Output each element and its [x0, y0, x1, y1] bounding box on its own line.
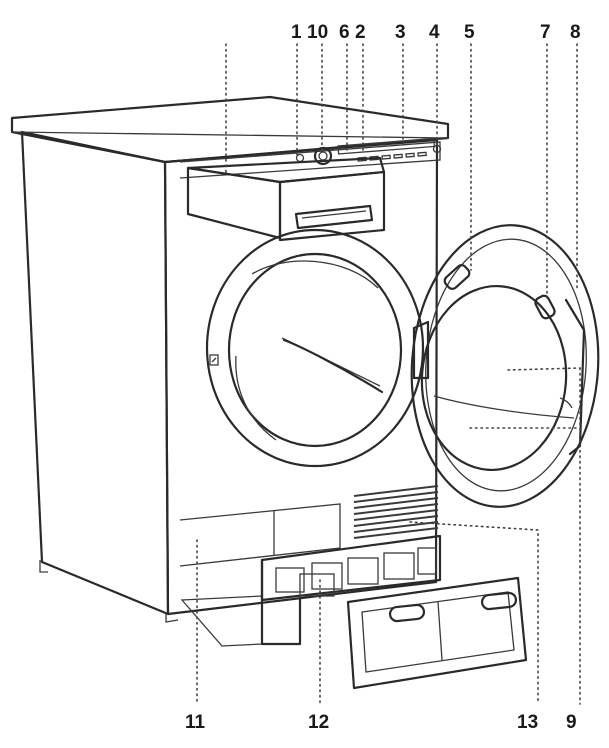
option-button[interactable]	[405, 152, 415, 158]
water-container-drawer[interactable]	[186, 156, 386, 242]
label-2: 2	[355, 22, 366, 43]
drawer-handle[interactable]	[294, 204, 374, 230]
callout-labels: 1 10 6 2 3 4 5 7 8 11 12 13 9	[185, 22, 581, 733]
option-button[interactable]	[381, 154, 391, 160]
start-button[interactable]	[432, 144, 442, 154]
hatch-knob-right[interactable]	[480, 591, 518, 611]
leader-door-glass	[507, 367, 581, 371]
door-filter-tab[interactable]	[534, 294, 557, 320]
option-button[interactable]	[417, 151, 427, 157]
option-button[interactable]	[393, 153, 403, 159]
label-13: 13	[517, 712, 538, 733]
side-panel	[20, 130, 170, 616]
hatch-cover	[346, 576, 528, 690]
label-4: 4	[429, 22, 440, 43]
label-11: 11	[185, 712, 206, 733]
label-8: 8	[570, 22, 581, 43]
cabinet	[10, 95, 450, 623]
label-3: 3	[395, 22, 406, 43]
plinth-hatch[interactable]	[346, 576, 528, 690]
heat-exchanger-compartment	[179, 503, 442, 647]
label-6: 6	[339, 22, 350, 43]
label-1: 1	[291, 22, 302, 43]
door-opening	[205, 228, 425, 468]
label-5: 5	[464, 22, 475, 43]
door-glass-bowl	[420, 284, 568, 472]
label-7: 7	[540, 22, 551, 43]
drum-rib	[282, 338, 384, 394]
program-knob[interactable]	[313, 146, 333, 166]
hatch-knob-left[interactable]	[388, 603, 426, 623]
door-seal	[227, 252, 403, 448]
display-strip	[337, 137, 436, 155]
door-filter-handle[interactable]	[443, 263, 472, 291]
ventilation-grille	[353, 485, 439, 539]
door-hinge	[412, 320, 430, 380]
door[interactable]	[402, 219, 607, 513]
interlock-symbol	[209, 354, 219, 366]
label-10: 10	[307, 22, 328, 43]
opening-rim	[205, 228, 425, 468]
worktop	[10, 95, 450, 164]
label-12: 12	[308, 712, 329, 733]
door-outer-ring	[410, 224, 600, 508]
leader-13	[409, 521, 539, 705]
leader-lines	[196, 43, 581, 705]
label-9: 9	[566, 712, 577, 733]
